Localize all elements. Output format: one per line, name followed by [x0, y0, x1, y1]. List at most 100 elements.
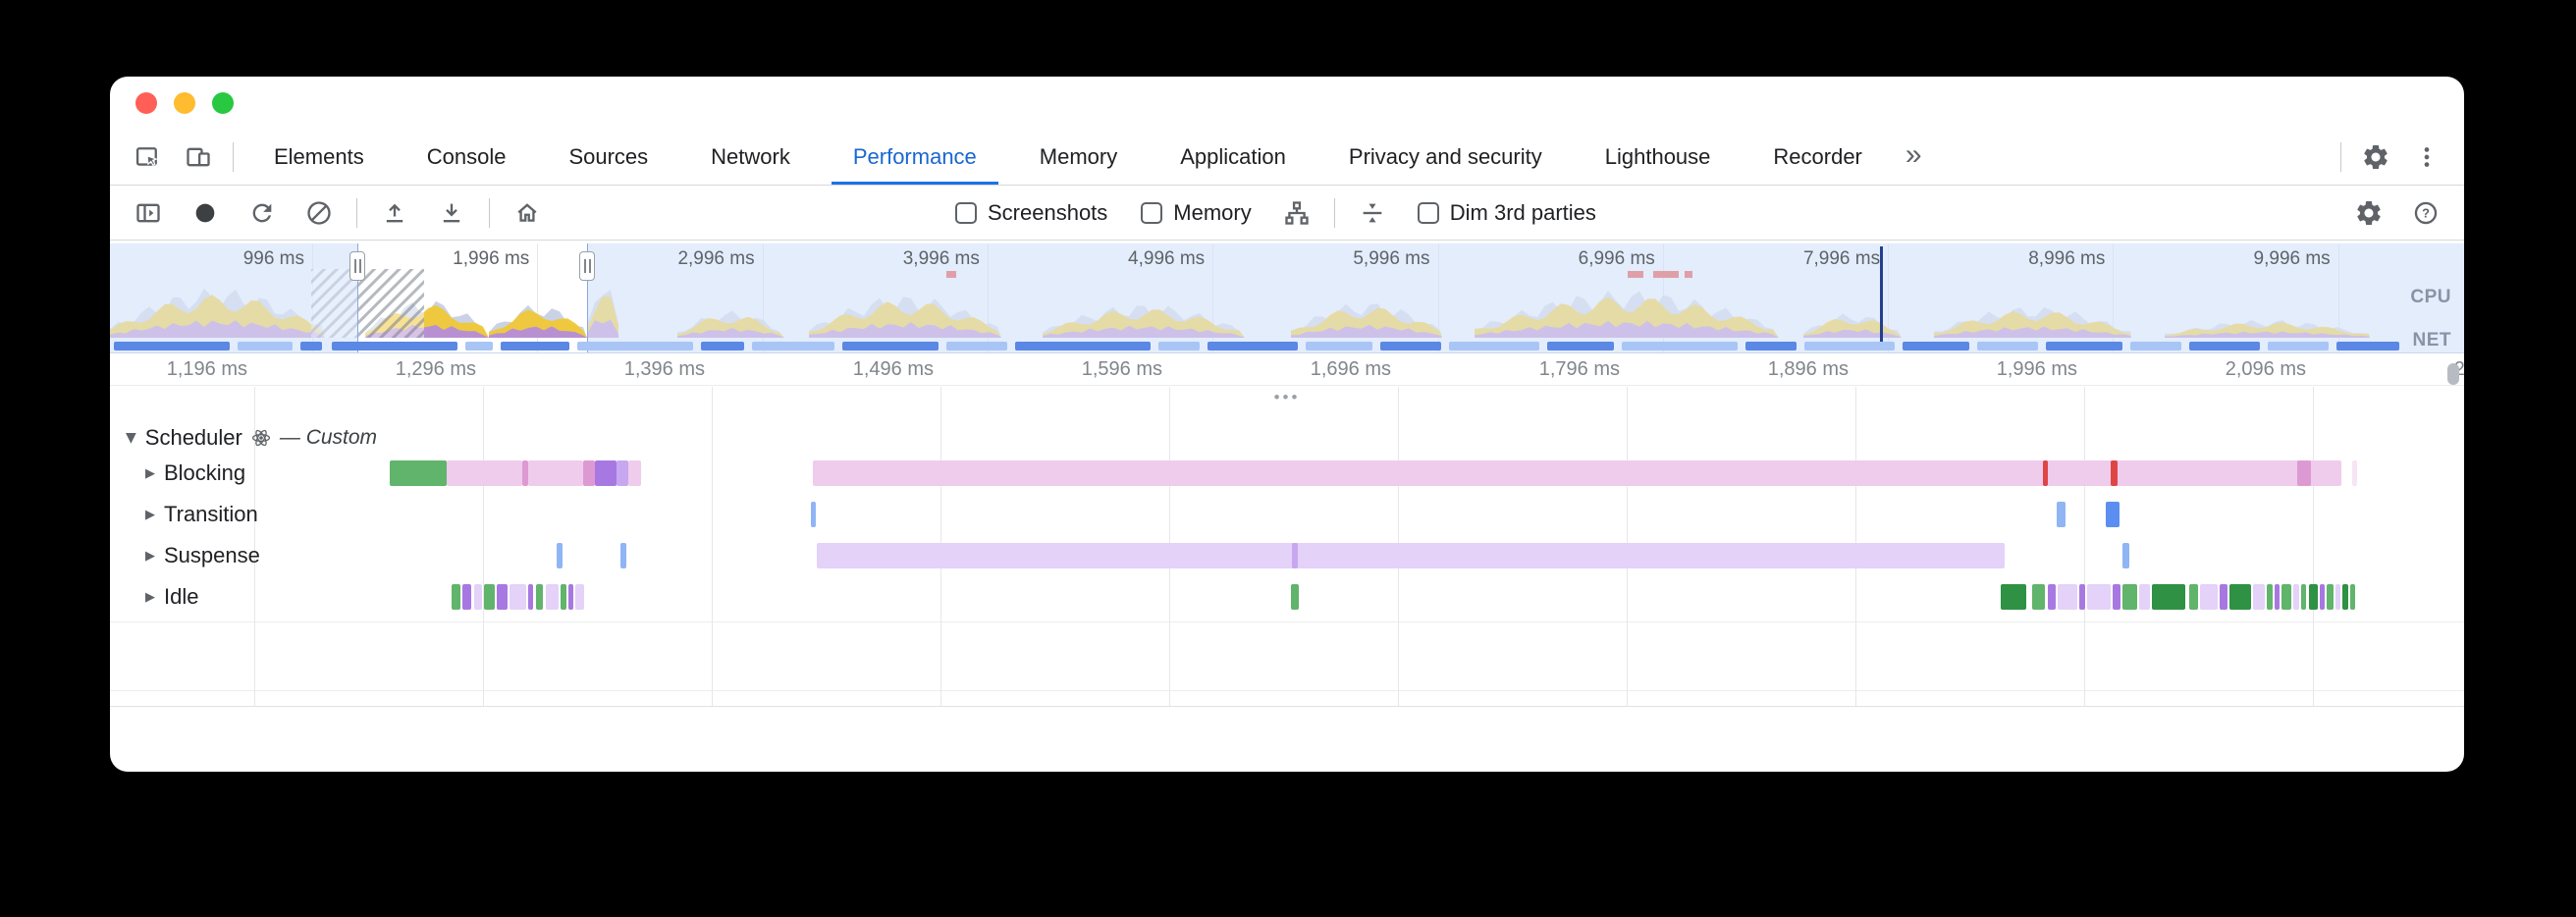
flame-chart-bar[interactable]: [2079, 584, 2085, 610]
zoom-window-button[interactable]: [212, 92, 234, 114]
settings-button[interactable]: [2354, 135, 2397, 179]
expand-arrow-icon[interactable]: [145, 547, 155, 565]
minimize-window-button[interactable]: [174, 92, 195, 114]
screenshots-checkbox[interactable]: Screenshots: [955, 200, 1107, 226]
flame-chart-bar[interactable]: [510, 584, 526, 610]
flame-chart-bar[interactable]: [2058, 584, 2077, 610]
toggle-sidebar-button[interactable]: [127, 191, 170, 235]
flame-chart-bar[interactable]: [2297, 460, 2311, 486]
flame-chart-bar[interactable]: [2152, 584, 2185, 610]
flame-chart-bar[interactable]: [2122, 543, 2129, 568]
save-profile-button[interactable]: [430, 191, 473, 235]
help-button[interactable]: ?: [2404, 191, 2447, 235]
flame-chart-bar[interactable]: [462, 584, 471, 610]
expand-arrow-icon[interactable]: [145, 464, 155, 482]
flame-chart-bar[interactable]: [557, 543, 563, 568]
flame-chart-bar[interactable]: [2220, 584, 2227, 610]
scrollbar-thumb[interactable]: [2447, 363, 2459, 385]
tab-privacy-and-security[interactable]: Privacy and security: [1348, 144, 1542, 169]
flame-chart-bar[interactable]: [447, 460, 522, 486]
flame-chart-bar[interactable]: [2293, 584, 2299, 610]
flame-chart-bar[interactable]: [2281, 584, 2291, 610]
tab-lighthouse[interactable]: Lighthouse: [1604, 144, 1711, 169]
selection-handle-right[interactable]: [579, 251, 595, 281]
flame-chart-bar[interactable]: [628, 460, 641, 486]
flame-chart-bar[interactable]: [452, 584, 460, 610]
flame-chart-bar[interactable]: [1291, 584, 1299, 610]
selection-handle-left[interactable]: [349, 251, 365, 281]
device-toolbar-button[interactable]: [177, 135, 220, 179]
track-row-idle[interactable]: Idle: [145, 584, 198, 610]
flame-chart-bar[interactable]: [2113, 584, 2120, 610]
memory-checkbox[interactable]: Memory: [1141, 200, 1252, 226]
flame-chart-bar[interactable]: [2267, 584, 2273, 610]
flame-chart-bar[interactable]: [568, 584, 573, 610]
flame-chart-bar[interactable]: [2301, 584, 2306, 610]
flame-chart-bar[interactable]: [528, 460, 583, 486]
record-button[interactable]: [184, 191, 227, 235]
flame-chart-bar[interactable]: [2200, 584, 2218, 610]
flame-chart-bar[interactable]: [1292, 543, 1298, 568]
flame-chart-bar[interactable]: [2087, 584, 2111, 610]
more-tabs-button[interactable]: »: [1905, 137, 1922, 171]
flame-chart-bar[interactable]: [2139, 584, 2150, 610]
network-conditions-button[interactable]: [1275, 191, 1318, 235]
flame-chart-bar[interactable]: [484, 584, 495, 610]
flame-chart-bar[interactable]: [390, 460, 447, 486]
flame-chart-bar[interactable]: [2335, 584, 2340, 610]
track-row-transition[interactable]: Transition: [145, 502, 258, 527]
close-window-button[interactable]: [135, 92, 157, 114]
flame-chart-bar[interactable]: [2327, 584, 2334, 610]
clear-button[interactable]: [297, 191, 341, 235]
flame-chart-bar[interactable]: [620, 543, 626, 568]
live-metrics-button[interactable]: [506, 191, 549, 235]
flame-chart-bar[interactable]: [528, 584, 533, 610]
flame-chart-bar[interactable]: [561, 584, 566, 610]
flame-chart-bar[interactable]: [474, 584, 482, 610]
flame-chart-bar[interactable]: [2342, 584, 2348, 610]
flame-chart-bar[interactable]: [583, 460, 595, 486]
track-group-header[interactable]: Scheduler — Custom: [126, 422, 377, 454]
flame-chart-bar[interactable]: [813, 460, 2341, 486]
expand-arrow-icon[interactable]: [145, 506, 155, 523]
tab-network[interactable]: Network: [711, 144, 790, 169]
dim-3rd-parties-checkbox[interactable]: Dim 3rd parties: [1417, 200, 1596, 226]
flame-chart-bar[interactable]: [2189, 584, 2198, 610]
flame-chart-bar[interactable]: [2309, 584, 2318, 610]
collapse-sections-button[interactable]: [1351, 191, 1394, 235]
flame-chart-bar[interactable]: [2032, 584, 2045, 610]
load-profile-button[interactable]: [373, 191, 416, 235]
flame-chart-bar[interactable]: [546, 584, 559, 610]
flame-chart-bar[interactable]: [811, 502, 816, 527]
flame-chart-bar[interactable]: [2048, 584, 2056, 610]
tab-recorder[interactable]: Recorder: [1773, 144, 1862, 169]
tab-memory[interactable]: Memory: [1039, 144, 1118, 169]
tab-sources[interactable]: Sources: [568, 144, 649, 169]
flame-chart-bar[interactable]: [497, 584, 508, 610]
panel-splitter-handle[interactable]: •••: [1273, 388, 1301, 406]
flame-chart-bar[interactable]: [522, 460, 528, 486]
flame-chart-bar[interactable]: [2043, 460, 2048, 486]
capture-settings-button[interactable]: [2347, 191, 2390, 235]
flame-chart-bar[interactable]: [575, 584, 584, 610]
flame-chart-bar[interactable]: [2350, 584, 2355, 610]
tab-application[interactable]: Application: [1180, 144, 1286, 169]
reload-and-record-button[interactable]: [241, 191, 284, 235]
customize-menu-button[interactable]: [2405, 135, 2448, 179]
flame-chart-bar[interactable]: [617, 460, 628, 486]
tab-elements[interactable]: Elements: [274, 144, 364, 169]
flame-chart-bar[interactable]: [595, 460, 617, 486]
collapse-arrow-icon[interactable]: [126, 429, 136, 447]
flame-chart-bar[interactable]: [2057, 502, 2066, 527]
track-row-blocking[interactable]: Blocking: [145, 460, 245, 486]
flame-chart-bar[interactable]: [2275, 584, 2280, 610]
flame-chart-bar[interactable]: [2111, 460, 2118, 486]
track-row-suspense[interactable]: Suspense: [145, 543, 260, 568]
flame-chart-bar[interactable]: [2320, 584, 2325, 610]
flame-chart-bar[interactable]: [2122, 584, 2137, 610]
flame-chart-bar[interactable]: [2229, 584, 2251, 610]
flame-chart-bar[interactable]: [2352, 460, 2357, 486]
flame-chart-bar[interactable]: [2001, 584, 2026, 610]
expand-arrow-icon[interactable]: [145, 588, 155, 606]
